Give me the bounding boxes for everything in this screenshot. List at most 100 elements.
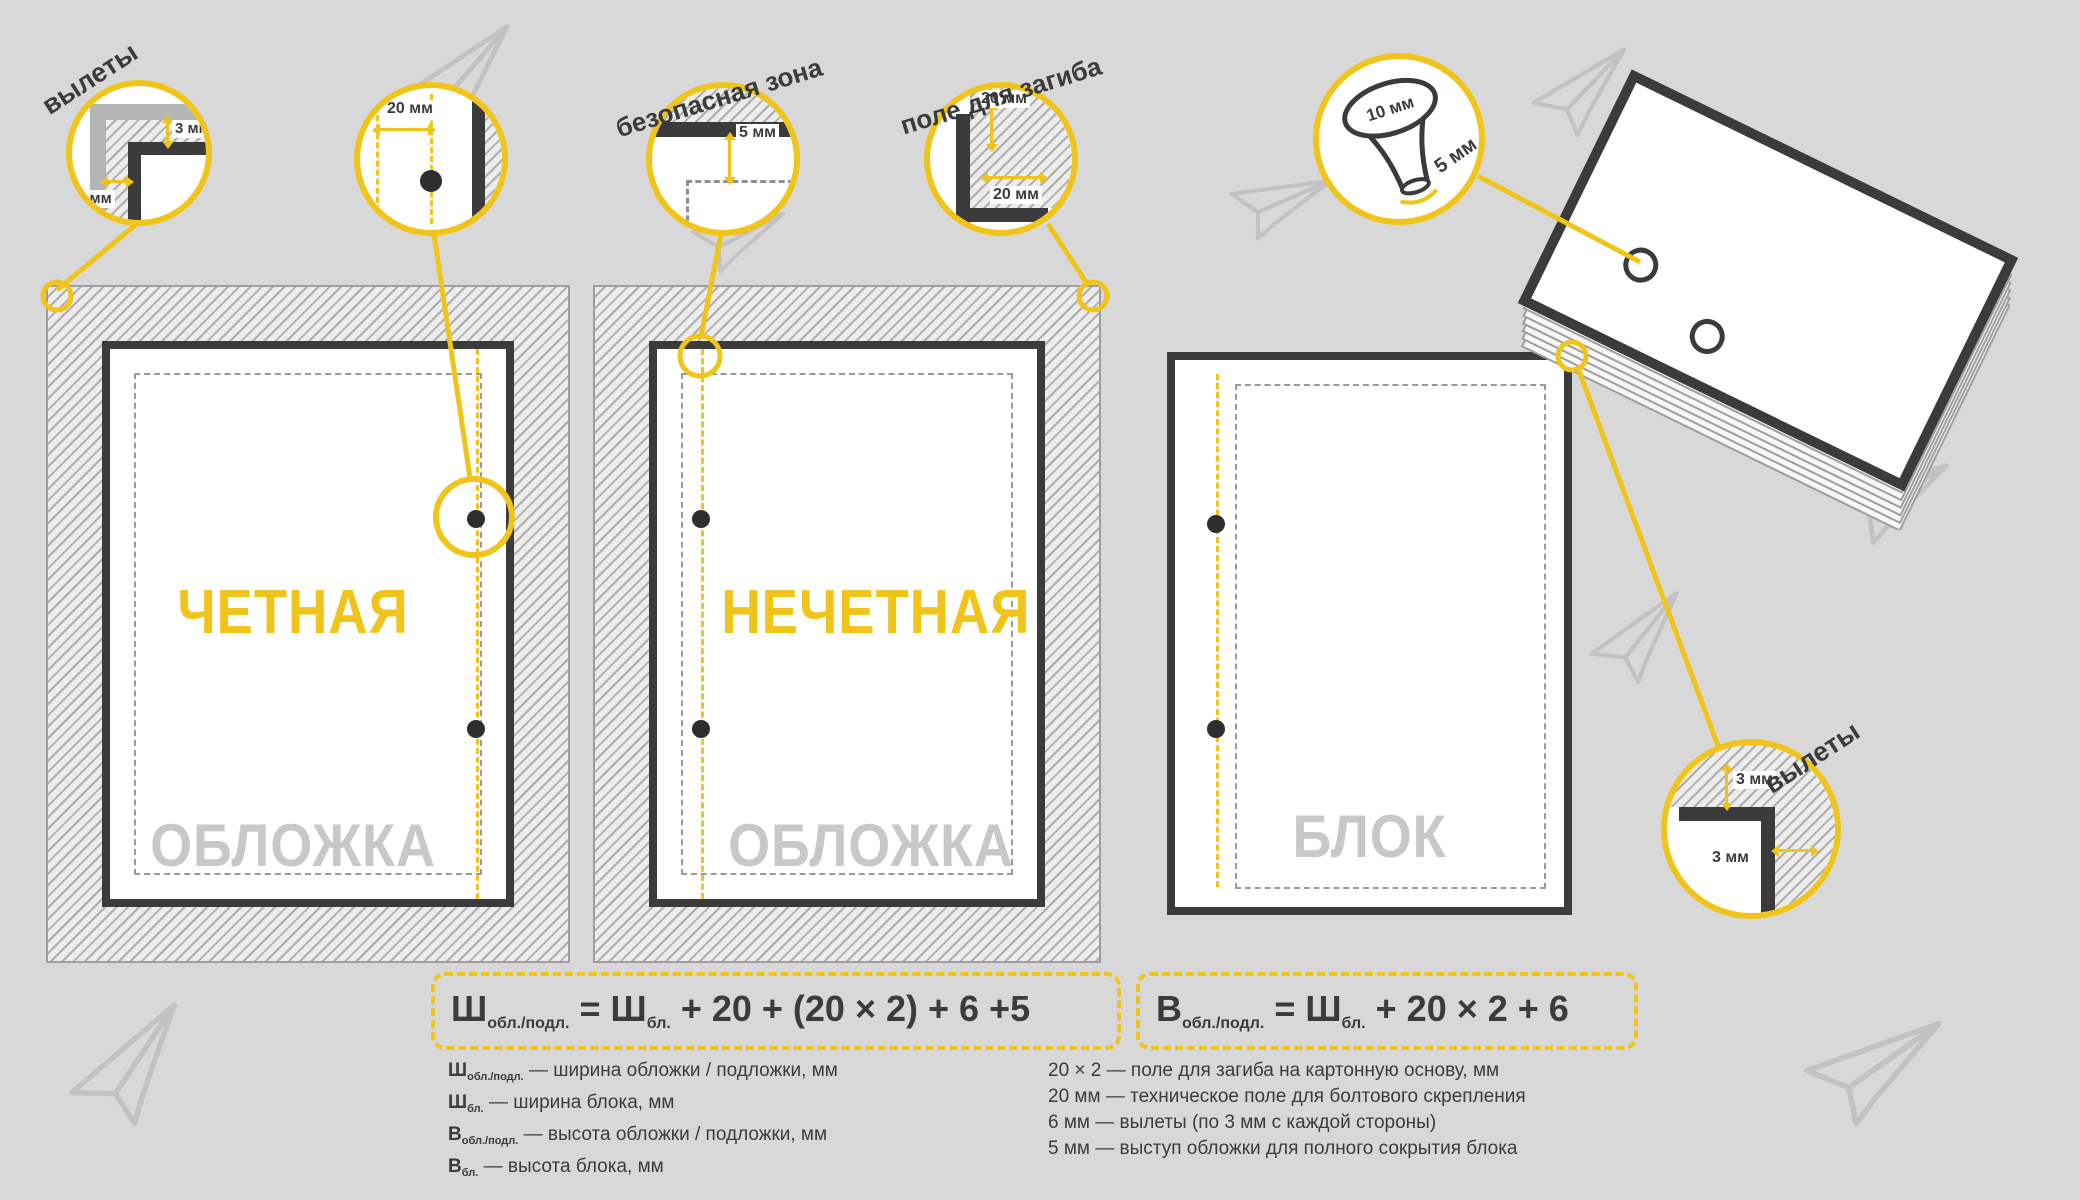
formula-symbol: = Ш [1274, 988, 1342, 1030]
legend-subscript: бл. [461, 1166, 479, 1179]
dim-label: 3 мм [1709, 849, 1753, 867]
even-page-watermark: ОБЛОЖКА [150, 812, 436, 879]
dim-arrow [723, 132, 736, 185]
dim-label: 20 мм [990, 186, 1042, 204]
callout-fold-field: 20 мм 20 мм поле для загиба [897, 51, 1105, 236]
dim-label: 20 мм [978, 90, 1030, 108]
even-page-cover: ЧЕТНАЯ ОБЛОЖКА [102, 341, 514, 907]
even-page: ЧЕТНАЯ ОБЛОЖКА [46, 285, 570, 963]
connector-safe-zone [698, 233, 724, 337]
legend-text: — высота блока, мм [483, 1155, 664, 1177]
legend-symbol: В [448, 1155, 462, 1177]
callout-bleed-top-view: 3 мм 3 мм [72, 86, 206, 220]
legend-subscript: обл./подл. [467, 1070, 524, 1083]
bleed-hatch [485, 88, 502, 230]
paper-plane-icon [1531, 47, 1627, 137]
width-formula: Шобл./подл. = Шбл. + 20 + (20 × 2) + 6 +… [451, 988, 1030, 1033]
anchor-ring-odd-line [677, 333, 723, 379]
safe-zone-line [686, 180, 689, 230]
legend-symbol: Ш [448, 1091, 468, 1113]
trim-edge [90, 104, 200, 120]
paper-plane-icon [69, 1002, 177, 1127]
formula-subscript: бл. [646, 1015, 671, 1033]
dim-label: 3 мм [74, 190, 115, 208]
block-hole-2 [1207, 720, 1225, 738]
dim-label: 3 мм [1733, 771, 1777, 789]
cover-edge [956, 114, 970, 224]
legend-item: Вобл./подл. — высота обложки / подложки,… [448, 1122, 838, 1154]
odd-page-title: НЕЧЕТНАЯ [721, 578, 1031, 647]
callout-bleed-top: 3 мм 3 мм вылеты [37, 37, 212, 226]
legend-symbols: Шобл./подл. — ширина обложки / подложки,… [448, 1058, 838, 1185]
odd-page-hole-1 [692, 510, 710, 528]
callout-bleed-bottom-view: 3 мм 3 мм [1667, 745, 1835, 913]
legend-symbol: В [448, 1123, 462, 1145]
bleed-hatch [652, 88, 794, 122]
width-formula-box: Шобл./подл. = Шбл. + 20 + (20 × 2) + 6 +… [431, 972, 1121, 1050]
odd-page-hole-2 [692, 720, 710, 738]
dim-label: 3 мм [172, 120, 206, 138]
connector-bleed-top [55, 220, 141, 292]
legend-item: Вбл. — высота блока, мм [448, 1154, 838, 1186]
dim-arrow [100, 175, 134, 188]
block-bolt-line [1216, 374, 1219, 887]
safe-zone-line [686, 180, 794, 183]
legend-subscript: бл. [467, 1102, 484, 1115]
hole-axis-line [430, 94, 433, 224]
cover-edge [472, 88, 485, 230]
cover-edge [1761, 807, 1775, 913]
legend-note: 20 × 2 — поле для загиба на картонную ос… [1048, 1060, 1500, 1081]
block-page: БЛОК [1167, 352, 1572, 915]
connector-bleed-bottom [1575, 367, 1721, 747]
formula-subscript: бл. [1341, 1015, 1366, 1033]
anchor-ring-even-hole [433, 476, 515, 558]
paper-plane-icon [1589, 590, 1679, 684]
odd-page-watermark: ОБЛОЖКА [728, 812, 1014, 879]
odd-page-safe-zone [681, 373, 1013, 875]
legend-text: — высота обложки / подложки, мм [523, 1123, 828, 1145]
formula-tail: + 20 + (20 × 2) + 6 +5 [680, 988, 1031, 1030]
callout-bolt-hole: 20 мм [354, 82, 508, 236]
callout-safe-zone: 5 мм безопасная зона [612, 52, 826, 236]
dim-label: 5 мм [736, 124, 780, 142]
callout-safe-zone-view: 5 мм [652, 88, 794, 230]
odd-page-cover: НЕЧЕТНАЯ ОБЛОЖКА [649, 341, 1045, 907]
legend-text: — ширина обложки / подложки, мм [528, 1060, 838, 1081]
dim-label: 20 мм [384, 100, 436, 118]
legend-item: Шобл./подл. — ширина обложки / подложки,… [448, 1058, 838, 1090]
height-formula: Вобл./подл. = Шбл. + 20 × 2 + 6 [1156, 988, 1569, 1033]
cover-edge [128, 142, 141, 220]
bound-album-illustration [1517, 69, 2019, 530]
formula-symbol: Ш [451, 988, 488, 1030]
formula-subscript: обл./подл. [1182, 1015, 1265, 1033]
even-page-hole-2 [467, 720, 485, 738]
callout-fold-field-view: 20 мм 20 мм [930, 88, 1072, 230]
bleed-hatch [1775, 807, 1835, 913]
dim-arrow [372, 123, 436, 136]
block-safe-zone [1235, 384, 1546, 889]
legend-note: 5 мм — выступ обложки для полного сокрыт… [1048, 1138, 1518, 1159]
bolt-illustration: 10 мм [1342, 77, 1439, 205]
formula-tail: + 20 × 2 + 6 [1375, 988, 1569, 1030]
connector-bolt-hole [431, 233, 473, 479]
callout-bolt: 10 мм 5 мм [1313, 53, 1485, 225]
legend-item: Шбл. — ширина блока, мм [448, 1090, 838, 1122]
dim-arrow [161, 115, 174, 149]
album-bolt-hole-2 [1689, 318, 1725, 354]
legend-note: 20 мм — техническое поле для болтового с… [1048, 1086, 1526, 1107]
formula-symbol: В [1156, 988, 1182, 1030]
anchor-ring-block-corner [1555, 339, 1589, 373]
height-formula-box: Вобл./подл. = Шбл. + 20 × 2 + 6 [1136, 972, 1638, 1050]
block-hole-1 [1207, 515, 1225, 533]
cover-edge [956, 208, 1048, 222]
formula-symbol: = Ш [579, 988, 647, 1030]
callout-bolt-view: 10 мм [1319, 59, 1479, 219]
legend-symbol: Ш [448, 1060, 468, 1081]
anchor-ring-odd-corner [1076, 279, 1110, 313]
legend-subscript: обл./подл. [461, 1134, 519, 1147]
legend-notes: 20 × 2 — поле для загиба на картонную ос… [1048, 1058, 1526, 1162]
callout-bleed-bottom: 3 мм 3 мм вылеты [1661, 716, 1865, 919]
formula-subscript: обл./подл. [487, 1015, 570, 1033]
